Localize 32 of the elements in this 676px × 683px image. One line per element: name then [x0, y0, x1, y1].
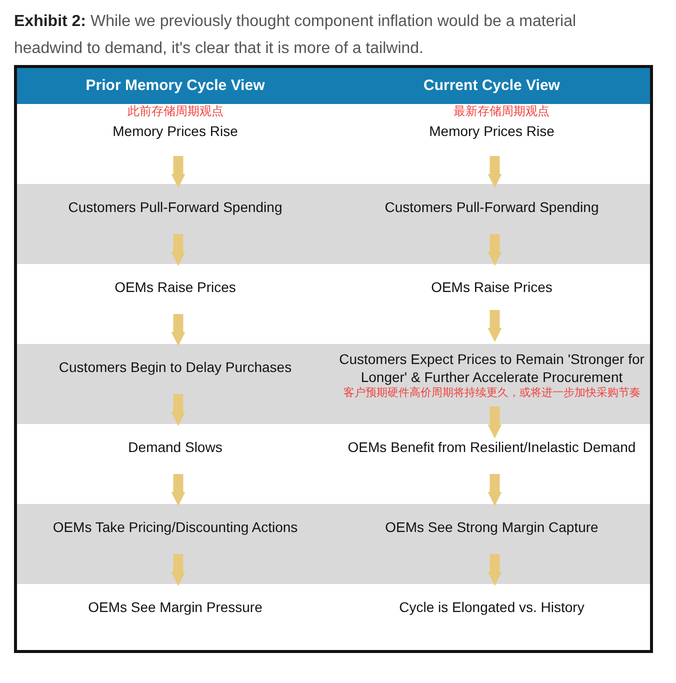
step-text: Demand Slows	[128, 438, 222, 456]
down-arrow	[488, 406, 502, 438]
step-text: OEMs Benefit from Resilient/Inelastic Demand	[348, 438, 636, 456]
down-arrow	[488, 554, 502, 586]
step-text: OEMs See Strong Margin Capture	[385, 518, 598, 536]
column-heading: Current Cycle View	[424, 76, 560, 96]
step-text: Customers Expect Prices to Remain 'Stronger for Longer' & Further Accelerate Procurement	[338, 350, 646, 386]
step-text: OEMs See Margin Pressure	[88, 598, 262, 616]
down-arrow	[488, 234, 502, 266]
step-text: Customers Pull-Forward Spending	[384, 198, 599, 216]
down-arrow	[171, 234, 186, 266]
column-heading: Prior Memory Cycle View	[86, 76, 265, 96]
annotation-text: 客户预期硬件高价周期将持续更久，或将进一步加快采购节奏	[343, 386, 640, 401]
down-arrow	[171, 156, 186, 188]
annotation-text: 最新存储周期观点	[454, 104, 550, 119]
down-arrow	[171, 474, 186, 506]
step-text: Memory Prices Rise	[112, 122, 238, 140]
step-text: Customers Begin to Delay Purchases	[58, 358, 292, 376]
down-arrow	[488, 474, 502, 506]
step-text: Cycle is Elongated vs. History	[399, 598, 584, 616]
down-arrow	[171, 394, 186, 426]
step-text: OEMs Raise Prices	[431, 278, 552, 296]
step-text: OEMs Take Pricing/Discounting Actions	[52, 518, 298, 536]
down-arrow	[488, 310, 502, 342]
down-arrow	[488, 156, 502, 188]
exhibit-title: Exhibit 2: While we previously thought component inflation would be a material headwind to demand, it's clear that it is more of a tailwind.	[14, 12, 578, 59]
down-arrow	[171, 554, 186, 586]
step-text: Memory Prices Rise	[429, 122, 554, 140]
annotation-text: 此前存储周期观点	[127, 104, 224, 119]
step-text: Customers Pull-Forward Spending	[68, 198, 282, 216]
step-text: OEMs Raise Prices	[114, 278, 236, 296]
down-arrow	[171, 314, 186, 346]
